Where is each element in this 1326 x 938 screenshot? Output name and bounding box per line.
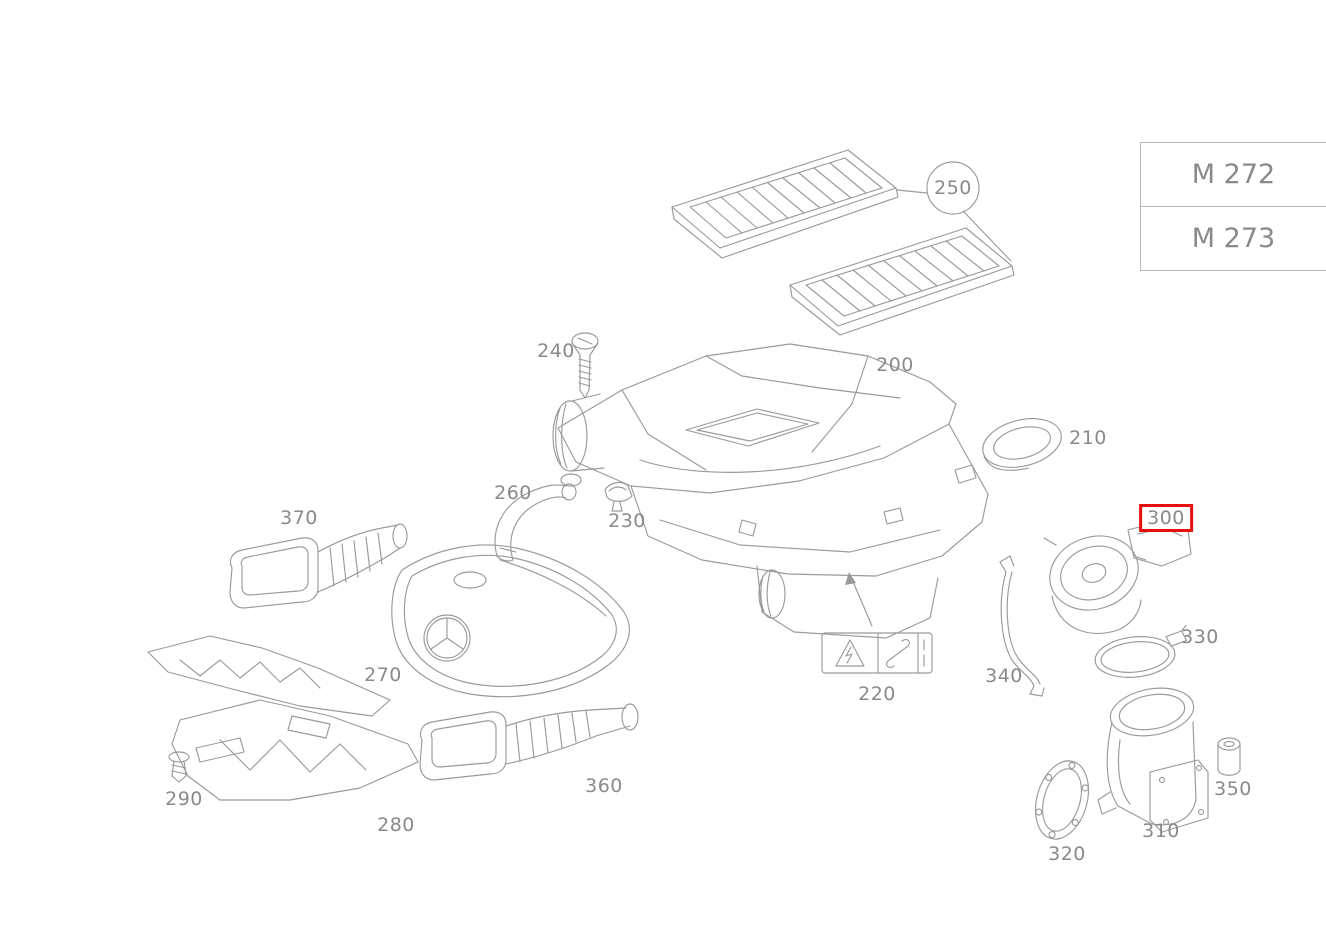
duct-370-drawing: [229, 523, 408, 609]
clamp-230-drawing: [604, 481, 633, 512]
screw-240-drawing: [571, 332, 599, 399]
housing-310-drawing: [1097, 687, 1209, 833]
part-label-250[interactable]: 250: [934, 177, 972, 199]
part-label-240[interactable]: 240: [537, 340, 575, 362]
sticker-220-drawing: [821, 572, 933, 674]
part-label-220[interactable]: 220: [858, 683, 896, 705]
part-label-280[interactable]: 280: [377, 814, 415, 836]
gasket-320-drawing: [1034, 760, 1090, 840]
part-label-260[interactable]: 260: [494, 482, 532, 504]
part-label-350[interactable]: 350: [1214, 778, 1252, 800]
hose-260-drawing: [494, 473, 582, 562]
part-label-310[interactable]: 310: [1142, 820, 1180, 842]
clip-290-drawing: [168, 751, 190, 783]
clamp-330-drawing: [1094, 624, 1188, 678]
filter-elements-drawing: [671, 149, 1015, 336]
part-label-320[interactable]: 320: [1048, 843, 1086, 865]
part-label-330[interactable]: 330: [1181, 626, 1219, 648]
sleeve-350-drawing: [1217, 737, 1241, 776]
callout-circle-250: [896, 161, 1012, 262]
part-label-300-highlighted[interactable]: 300: [1139, 504, 1193, 532]
duct-360-drawing: [419, 703, 639, 781]
part-label-360[interactable]: 360: [585, 775, 623, 797]
housing-200-drawing: [552, 343, 989, 639]
seal-210-drawing: [982, 418, 1062, 471]
engine-code-m273: M 273: [1140, 206, 1326, 271]
engine-cover-270-drawing: [391, 544, 630, 698]
part-label-290[interactable]: 290: [165, 788, 203, 810]
part-label-210[interactable]: 210: [1069, 427, 1107, 449]
trim-280-drawing: [147, 635, 419, 801]
part-label-270[interactable]: 270: [364, 664, 402, 686]
part-label-340[interactable]: 340: [985, 665, 1023, 687]
part-label-370[interactable]: 370: [280, 507, 318, 529]
bracket-340-drawing: [999, 555, 1045, 697]
part-label-230[interactable]: 230: [608, 510, 646, 532]
part-label-200[interactable]: 200: [876, 354, 914, 376]
engine-code-table: M 272 M 273: [1140, 142, 1326, 271]
engine-code-m272: M 272: [1140, 142, 1326, 207]
